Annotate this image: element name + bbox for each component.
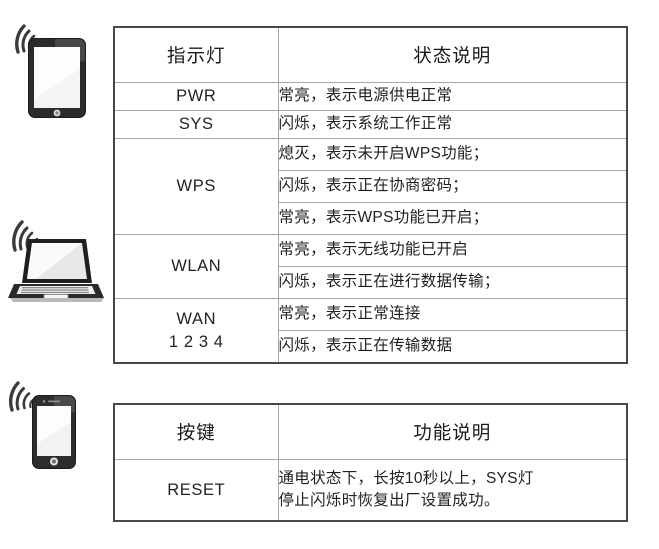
indicator-key-sys: SYS xyxy=(113,110,279,139)
header-indicator-light: 指示灯 xyxy=(113,26,279,83)
indicator-key-wlan: WLAN xyxy=(113,234,279,299)
table-row: RESET 通电状态下，长按10秒以上，SYS灯 停止闪烁时恢复出厂设置成功。 xyxy=(113,459,628,522)
indicator-desc-wps-2: 常亮，表示WPS功能已开启； xyxy=(277,202,628,235)
indicator-desc-wps-0: 熄灭，表示未开启WPS功能； xyxy=(277,138,628,171)
indicator-key-wan-line2: 1 2 3 4 xyxy=(168,332,224,351)
header-button: 按键 xyxy=(113,403,279,460)
tablet-graphic xyxy=(15,24,86,118)
table-header-row: 按键 功能说明 xyxy=(113,403,628,460)
laptop-body xyxy=(8,239,104,302)
table-row: WPS 熄灭，表示未开启WPS功能； xyxy=(113,138,628,235)
button-desc-reset-line2: 停止闪烁时恢复出厂设置成功。 xyxy=(278,492,500,509)
table-row: WAN 1 2 3 4 常亮，表示正常连接 xyxy=(113,298,628,364)
header-status-description: 状态说明 xyxy=(277,26,628,83)
indicator-desc-wan-1: 闪烁，表示正在传输数据 xyxy=(277,330,628,364)
indicator-key-pwr: PWR xyxy=(113,82,279,111)
table-row: 闪烁，表示正在协商密码； xyxy=(114,170,628,203)
header-function-description: 功能说明 xyxy=(277,403,628,460)
tablet-body xyxy=(28,38,86,118)
indicator-desc-sys-0: 闪烁，表示系统工作正常 xyxy=(277,110,628,139)
indicator-desc-wan-0: 常亮，表示正常连接 xyxy=(277,298,628,331)
smartphone-graphic xyxy=(8,381,76,469)
indicator-desc-pwr-0: 常亮，表示电源供电正常 xyxy=(277,82,628,111)
indicator-desc-wps-1: 闪烁，表示正在协商密码； xyxy=(277,170,628,203)
table-row: PWR 常亮，表示电源供电正常 xyxy=(113,82,628,111)
indicator-key-wps: WPS xyxy=(113,138,279,235)
indicator-desc-wlan-0: 常亮，表示无线功能已开启 xyxy=(277,234,628,267)
smartphone-device-icon xyxy=(0,368,110,493)
table-row: WLAN 常亮，表示无线功能已开启 xyxy=(113,234,628,299)
tablet-device-icon xyxy=(0,14,110,124)
wifi-signal-icon xyxy=(8,381,36,412)
indicator-desc-wlan-1: 闪烁，表示正在进行数据传输； xyxy=(277,266,628,299)
indicator-light-table: 指示灯 状态说明 PWR 常亮，表示电源供电正常 SYS 闪烁，表示系统工作正常… xyxy=(113,26,628,364)
laptop-device-icon xyxy=(0,208,110,318)
button-desc-reset: 通电状态下，长按10秒以上，SYS灯 停止闪烁时恢复出厂设置成功。 xyxy=(277,459,628,522)
button-desc-reset-line1: 通电状态下，长按10秒以上，SYS灯 xyxy=(278,469,534,487)
button-key-reset: RESET xyxy=(113,459,279,522)
button-function-table: 按键 功能说明 RESET 通电状态下，长按10秒以上，SYS灯 停止闪烁时恢复… xyxy=(113,403,628,522)
table-row: 常亮，表示WPS功能已开启； xyxy=(114,202,628,235)
table-row: SYS 闪烁，表示系统工作正常 xyxy=(113,110,628,139)
phone-body xyxy=(32,395,76,469)
laptop-graphic xyxy=(8,220,104,302)
table-row: 闪烁，表示正在传输数据 xyxy=(114,330,628,364)
indicator-key-wan: WAN 1 2 3 4 xyxy=(113,298,279,364)
table-header-row: 指示灯 状态说明 xyxy=(113,26,628,83)
indicator-key-wan-line1: WAN xyxy=(176,310,217,329)
